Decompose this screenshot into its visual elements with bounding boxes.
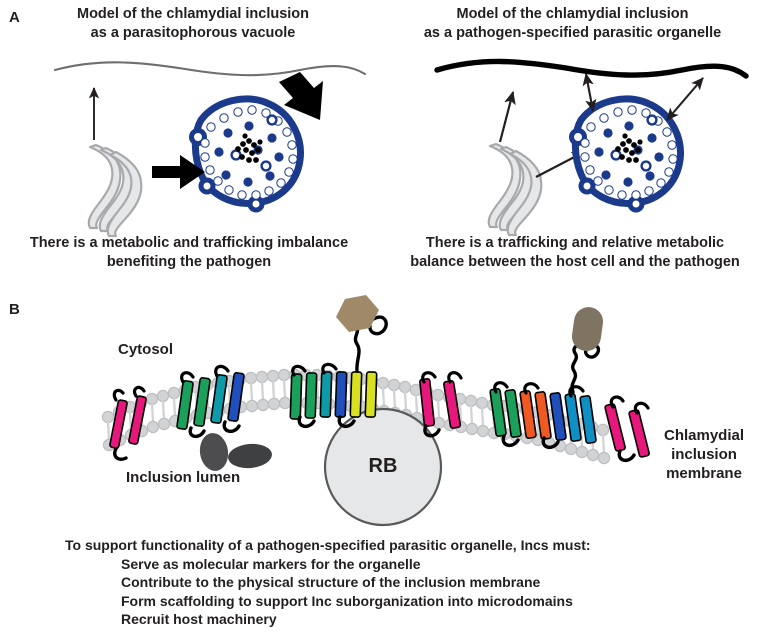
panel-a-right-title-line1: Model of the chlamydial inclusion xyxy=(456,6,689,22)
label-inclusion-membrane-line1: Chlamydial xyxy=(663,427,745,444)
panel-a-right-caption: There is a trafficking and relative meta… xyxy=(385,234,765,272)
host-plasma-membrane-thin xyxy=(53,61,367,77)
inc-group-4 xyxy=(419,371,463,438)
host-protein-hexagon xyxy=(336,295,379,332)
panel-label-a: A xyxy=(9,9,20,26)
panel-b-diagram xyxy=(101,295,650,527)
panel-a-left-caption: There is a metabolic and trafficking imb… xyxy=(0,234,378,272)
panel-a-right-title: Model of the chlamydial inclusion as a p… xyxy=(400,5,745,43)
exchange-arrow-left xyxy=(582,72,597,113)
inc-requirement-item: Contribute to the physical structure of … xyxy=(121,574,541,590)
panel-a-left-title-line1: Model of the chlamydial inclusion xyxy=(76,6,310,22)
chlamydial-inclusion-left xyxy=(189,95,304,213)
host-protein-capsule xyxy=(571,307,604,351)
panel-a-left-diagram xyxy=(53,61,367,238)
inc-group-3 xyxy=(289,295,388,429)
panel-a-left-title: Model of the chlamydial inclusion as a p… xyxy=(38,5,348,43)
inc-requirements-lead: To support functionality of a pathogen-s… xyxy=(65,537,591,553)
label-rb: RB xyxy=(368,455,398,477)
chlamydial-inclusion-right xyxy=(569,95,684,213)
inc-requirement-item: Form scaffolding to support Inc suborgan… xyxy=(121,592,573,609)
inc-requirement-item: Serve as molecular markers for the organ… xyxy=(121,555,421,572)
panel-a-left-caption-line2: benefiting the pathogen xyxy=(106,254,272,270)
label-inclusion-membrane-line2: inclusion membrane xyxy=(666,446,742,482)
panel-a-right-caption-line1: There is a trafficking and relative meta… xyxy=(425,235,725,251)
inc-requirements-block: To support functionality of a pathogen-s… xyxy=(65,536,725,629)
host-effector-blob-2 xyxy=(228,443,272,469)
panel-a-left-caption-line1: There is a metabolic and trafficking imb… xyxy=(29,235,349,251)
panel-a-left-title-line2: as a parasitophorous vacuole xyxy=(90,25,296,41)
host-plasma-membrane-thick xyxy=(434,58,749,79)
panel-a-right-title-line2: as a pathogen-specified parasitic organe… xyxy=(423,25,722,41)
block-arrow-to-inclusion-left xyxy=(152,155,205,189)
arrow-up-right xyxy=(498,90,516,143)
exchange-arrow-right xyxy=(666,77,704,121)
block-arrow-from-membrane-left xyxy=(279,72,323,120)
label-inclusion-membrane: Chlamydial inclusion membrane xyxy=(641,426,767,483)
inc-group-6 xyxy=(604,395,650,463)
inc-requirement-item: Recruit host machinery xyxy=(121,611,277,627)
inc-group-5 xyxy=(489,307,604,450)
label-cytosol: Cytosol xyxy=(118,341,174,358)
host-effector-blob-1 xyxy=(199,433,229,471)
panel-a-right-caption-line2: balance between the host cell and the pa… xyxy=(410,254,740,270)
inc-group-2 xyxy=(176,364,272,471)
golgi-stack-right xyxy=(487,142,543,237)
label-inclusion-lumen: Inclusion lumen xyxy=(126,469,241,486)
inc-group-1 xyxy=(109,385,147,461)
panel-label-b: B xyxy=(9,301,20,318)
golgi-stack xyxy=(87,143,143,238)
rb-bacterium xyxy=(323,407,443,527)
panel-a-right-diagram xyxy=(434,58,749,237)
